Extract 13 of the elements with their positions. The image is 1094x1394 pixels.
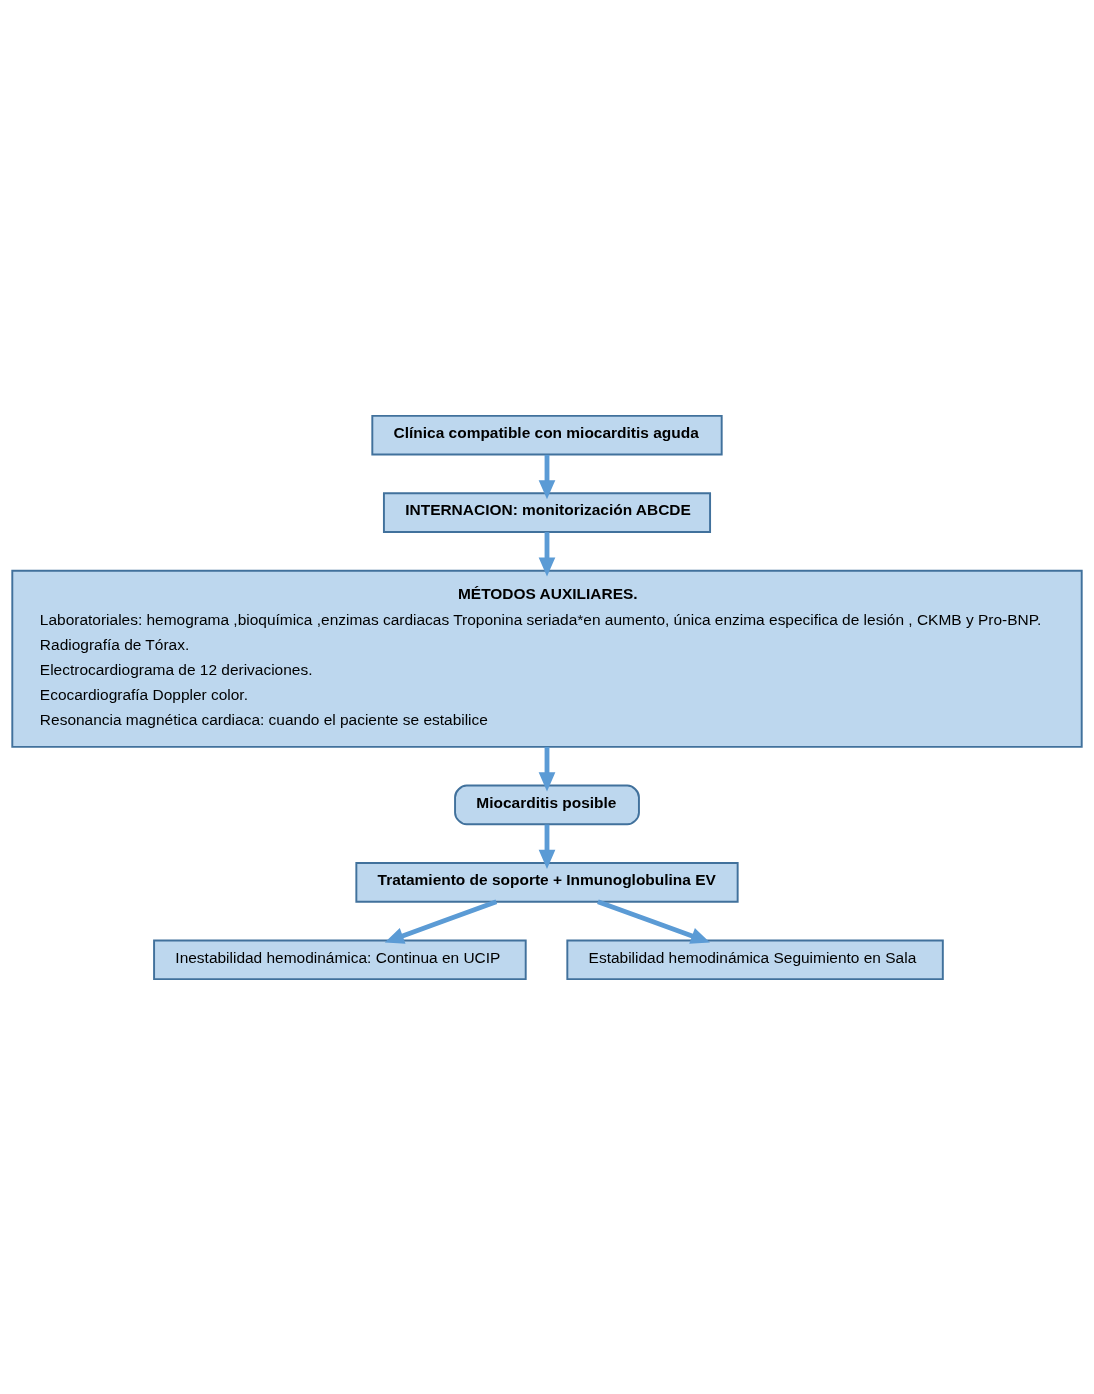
arrow — [538, 746, 556, 791]
arrow — [538, 531, 556, 576]
arrow — [597, 899, 710, 944]
arrow — [538, 824, 556, 869]
node-box: MÉTODOS AUXILIARES. Laboratoriales: hemograma ,bioquímica ,enzimas cardiacas Troponina seriada*en aumento, única enzima especifica de lesión , CKMB y Pro-BNP. Radiografía de Tórax. Electrocardiograma de 12 derivaciones. Ecocardiografía Doppler color. Resonancia magnética cardiaca: cuando el paciente se estabilice — [11, 569, 1083, 748]
node-box: Estabilidad hemodinámica Seguimiento en Sala — [566, 938, 944, 980]
node-box: INTERNACION: monitorización ABCDE — [382, 491, 712, 533]
arrow — [538, 454, 556, 499]
node-box: Tratamiento de soporte + Inmunoglobulina EV — [355, 861, 739, 903]
node-box: Inestabilidad hemodinámica: Continua en UCIP — [153, 938, 527, 980]
node-box: Miocarditis posible — [454, 784, 640, 825]
arrow — [384, 899, 498, 944]
node-box: Clínica compatible con miocarditis aguda — [371, 414, 723, 456]
